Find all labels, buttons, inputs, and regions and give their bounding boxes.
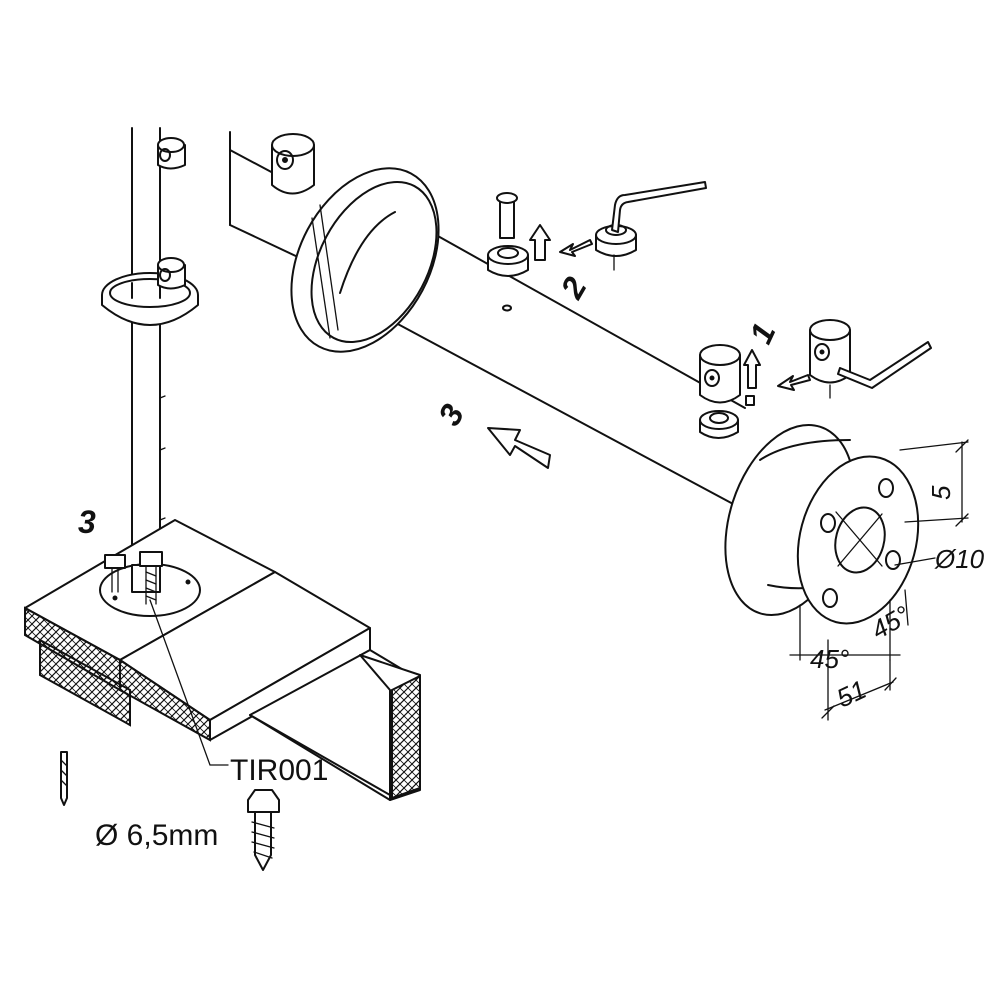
cable-holder-right-assembled	[809, 319, 851, 399]
screw-icon	[496, 192, 518, 239]
drill-diameter-label: Ø 6,5mm	[95, 819, 218, 852]
part-code-label: TIR001	[230, 754, 328, 787]
set-screw-icon	[745, 395, 755, 406]
dim-51-label: 51	[832, 674, 871, 713]
arrow-icon	[487, 427, 551, 469]
cable-holder-left	[271, 133, 315, 195]
lag-bolt-icon	[104, 554, 126, 593]
handrail-tube	[229, 131, 746, 506]
cable-holder-middle	[595, 224, 637, 271]
post-cable-holder-top	[157, 137, 186, 170]
flange-hole-top	[878, 478, 894, 498]
vertical-post	[131, 127, 166, 566]
arrow-icon	[559, 239, 593, 257]
dimension-lines	[789, 439, 969, 721]
arrow-icon	[743, 349, 761, 389]
dim-5-label: 5	[926, 485, 956, 500]
hole-diameter-label: Ø10	[934, 544, 985, 574]
cable-holder-base-middle	[487, 245, 529, 312]
flange-hole-right	[885, 550, 901, 570]
allen-key-icon	[837, 341, 932, 389]
lag-bolt-icon	[139, 551, 163, 605]
flange-hole-left	[820, 513, 836, 533]
lag-bolt-icon	[247, 789, 280, 871]
arrow-icon	[777, 374, 811, 391]
arrow-icon	[529, 224, 551, 261]
allen-key-icon	[611, 181, 707, 233]
step-3-post-label: 3	[78, 504, 96, 540]
cable-holder-base-right	[699, 410, 739, 439]
flange-hole-bottom	[822, 588, 838, 608]
left-wall-flange	[290, 167, 440, 353]
step-2-label: 2	[553, 271, 594, 305]
support-beam	[249, 649, 421, 801]
step-1-label: 1	[742, 318, 782, 349]
drill-bit-icon	[60, 751, 68, 806]
dim-45-left-label: 45°	[810, 644, 849, 674]
flange-front-plate	[796, 455, 920, 625]
part-leader-line	[149, 599, 229, 766]
post-cable-holder-middle	[157, 257, 186, 290]
cable-holder-right-exploded	[699, 344, 741, 404]
step-3-arrow-label: 3	[431, 398, 471, 432]
